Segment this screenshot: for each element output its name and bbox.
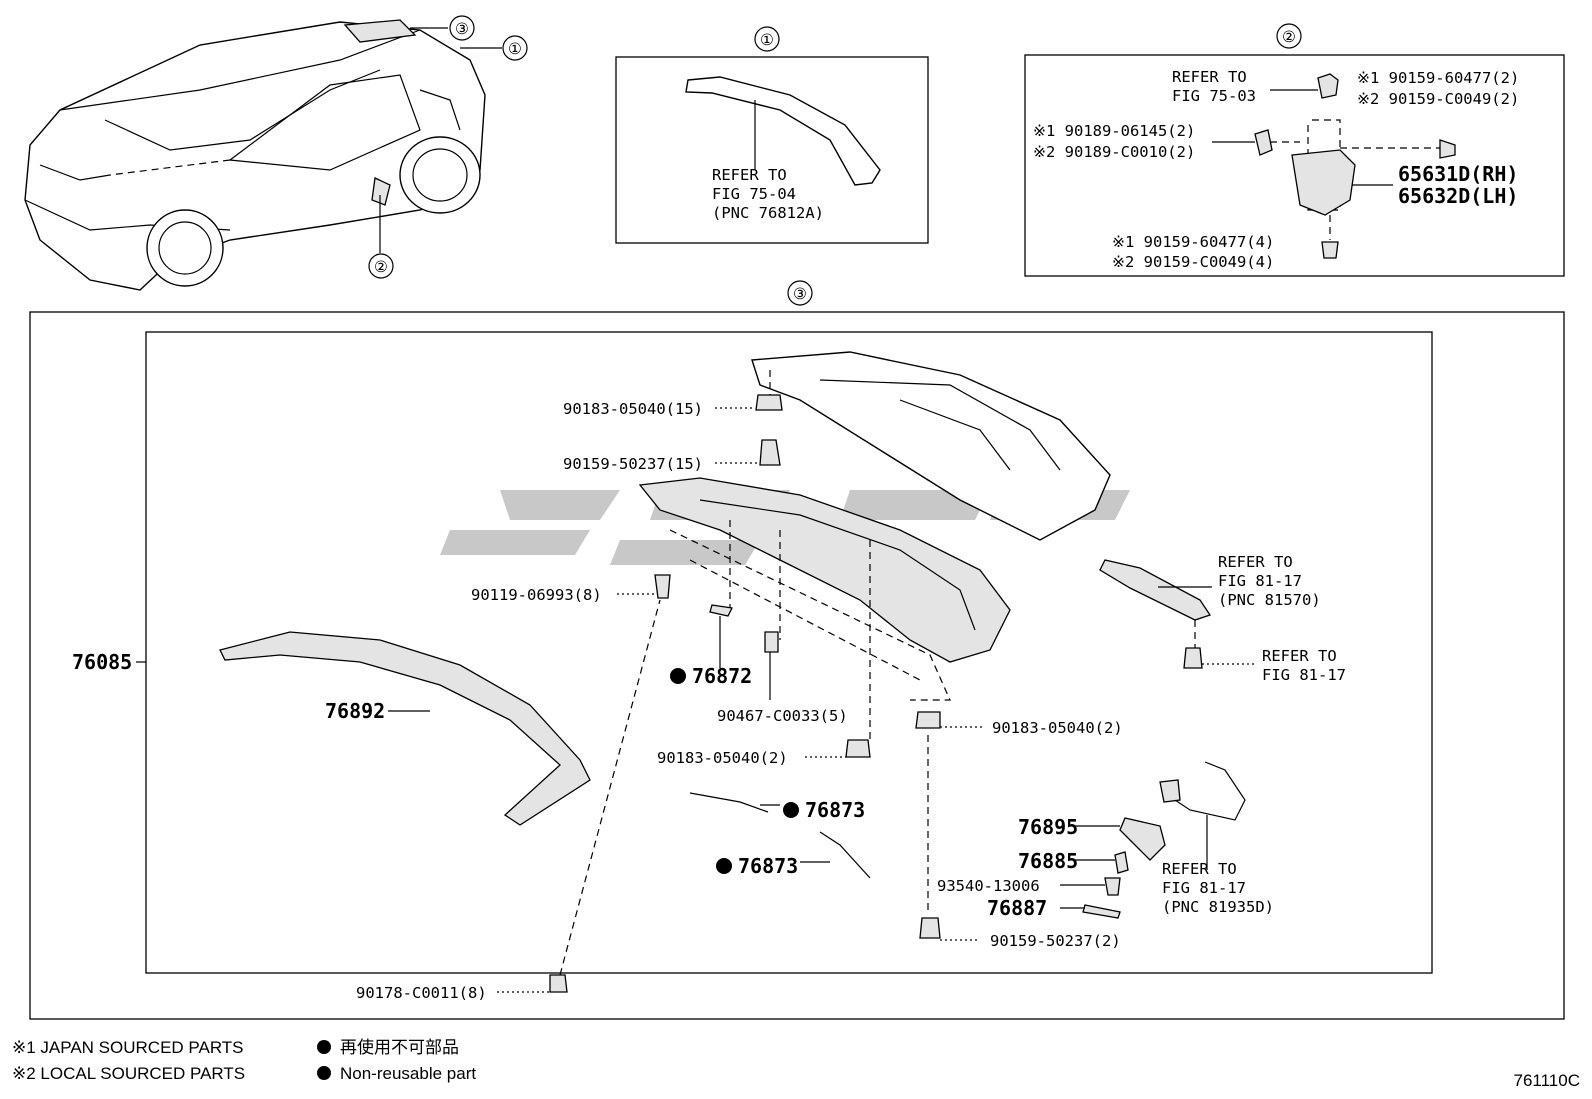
nonreusable-dot-76873-a [783, 802, 799, 818]
panel-1: ① REFER TO FIG 75-04 (PNC 76812A) [615, 26, 929, 244]
ref2-fig: FIG 81-17 [1262, 666, 1346, 684]
screw-93540-icon [1104, 877, 1121, 896]
panel-3-inner-frame [145, 331, 1433, 974]
bolt-refer-icon [1183, 647, 1203, 669]
gasket-76872-icon [709, 604, 733, 617]
clip-90467-icon [764, 631, 779, 653]
bolt-icon [1439, 139, 1456, 159]
panel-3-callout-text: ③ [793, 285, 807, 303]
panel-2-callout [1276, 23, 1302, 49]
label-90183-top: 90183-05040(15) [563, 400, 703, 418]
label-90119: 90119-06993(8) [471, 586, 602, 604]
ref3-pnc: (PNC 81935D) [1162, 898, 1274, 916]
label-90467: 90467-C0033(5) [717, 707, 848, 725]
label-76873-a: 76873 [805, 798, 865, 822]
callout-3-vehicle [449, 15, 475, 41]
gasket-76887-icon [1082, 904, 1121, 919]
label-90183-mid: 90183-05040(2) [657, 749, 788, 767]
legend-note-2: ※2 LOCAL SOURCED PARTS [12, 1064, 245, 1083]
legend-nonreusable-en: Non-reusable part [340, 1064, 476, 1083]
ref3-refer: REFER TO [1162, 860, 1237, 878]
label-76895: 76895 [1018, 815, 1078, 839]
panel-1-fig: FIG 75-04 [712, 185, 796, 203]
nut-icon [1254, 129, 1273, 156]
panel-1-refer: REFER TO [712, 166, 787, 184]
panel-1-pnc: (PNC 76812A) [712, 204, 824, 222]
roof-spoiler-illustration [685, 76, 881, 186]
callout-1-vehicle [502, 35, 528, 61]
spoiler-liner-illustration [219, 631, 591, 826]
bolt-90159-top-icon [759, 439, 781, 466]
panel-1-callout [754, 26, 780, 52]
seal-76873-b-icon [819, 831, 871, 879]
label-76885: 76885 [1018, 849, 1078, 873]
legend-dot-en [317, 1066, 331, 1080]
clip-icon [1317, 73, 1339, 99]
panel-2-nut-1: ※1 90189-06145(2) [1033, 122, 1195, 140]
label-90183-right: 90183-05040(2) [992, 719, 1123, 737]
panel-2-part-lh: 65632D(LH) [1398, 184, 1518, 208]
label-93540: 93540-13006 [937, 877, 1040, 895]
label-76873-b: 76873 [738, 854, 798, 878]
clip-90178-icon [549, 974, 568, 993]
panel-3-callout [787, 280, 813, 306]
panel-2: ② REFER TO FIG 75-03 ※1 90159-60477(2) ※… [1024, 23, 1565, 277]
panel-2-callout-text: ② [1282, 28, 1296, 46]
panel-2-frame [1024, 54, 1565, 277]
panel-2-part-rh: 65631D(RH) [1398, 162, 1518, 186]
callout-1-vehicle-text: ① [508, 40, 522, 58]
label-90159-top: 90159-50237(15) [563, 455, 703, 473]
bracket-icon [1291, 149, 1356, 216]
panel-2-clip-a2: ※2 90159-C0049(2) [1357, 90, 1519, 108]
panel-2-fig: FIG 75-03 [1172, 87, 1256, 105]
lamp-76895-icon [1119, 817, 1166, 861]
panel-3-frame [29, 311, 1565, 1020]
nut-90183-top-icon [755, 394, 783, 411]
legend-dot-jp [317, 1040, 331, 1054]
nonreusable-dot-76872 [670, 668, 686, 684]
callout-2-vehicle [368, 253, 394, 279]
nonreusable-dot-76873-b [716, 858, 732, 874]
ref1-fig: FIG 81-17 [1218, 572, 1302, 590]
panel-1-callout-text: ① [760, 31, 774, 49]
seal-76873-a-icon [689, 792, 769, 813]
label-90159-bottom: 90159-50237(2) [990, 932, 1121, 950]
vehicle-illustration [24, 19, 486, 291]
label-76085: 76085 [72, 650, 132, 674]
wire-connector-icon [1159, 779, 1181, 803]
panel-2-clip-a1: ※1 90159-60477(2) [1357, 69, 1519, 87]
ref2-refer: REFER TO [1262, 647, 1337, 665]
ref1-refer: REFER TO [1218, 553, 1293, 571]
ref3-fig: FIG 81-17 [1162, 879, 1246, 897]
panel-2-bolt-1: ※1 90159-60477(4) [1112, 233, 1274, 251]
label-76872: 76872 [692, 664, 752, 688]
panel-2-bolt-2: ※2 90159-C0049(4) [1112, 253, 1274, 271]
ref1-pnc: (PNC 81570) [1218, 591, 1321, 609]
label-76892: 76892 [325, 699, 385, 723]
vehicle-callouts: ③ ① ② [368, 15, 528, 279]
bolt-90159-bottom-icon [919, 917, 941, 939]
nut-90183-mid-icon [845, 739, 871, 758]
stop-lamp-illustration [1099, 559, 1212, 621]
legend: ※1 JAPAN SOURCED PARTS ※2 LOCAL SOURCED … [12, 1037, 1580, 1090]
clip-90119-icon [654, 574, 671, 599]
panel-1-frame [615, 56, 929, 244]
spoiler-cover-illustration [751, 351, 1111, 541]
lens-76885-icon [1114, 851, 1129, 874]
legend-nonreusable-jp: 再使用不可部品 [340, 1037, 459, 1057]
panel-2-refer: REFER TO [1172, 68, 1247, 86]
label-76887: 76887 [987, 896, 1047, 920]
callout-2-vehicle-text: ② [374, 258, 388, 276]
legend-note-1: ※1 JAPAN SOURCED PARTS [12, 1038, 244, 1057]
spoiler-frame-illustration [638, 477, 1011, 663]
callout-3-vehicle-text: ③ [455, 20, 469, 38]
label-90178: 90178-C0011(8) [356, 984, 487, 1002]
panel-3: ③ [29, 280, 1565, 1020]
figure-code: 761110C [1514, 1071, 1580, 1090]
nut-90183-right-icon [915, 711, 941, 729]
bolt-bottom-icon [1321, 241, 1339, 259]
panel-2-nut-2: ※2 90189-C0010(2) [1033, 143, 1195, 161]
